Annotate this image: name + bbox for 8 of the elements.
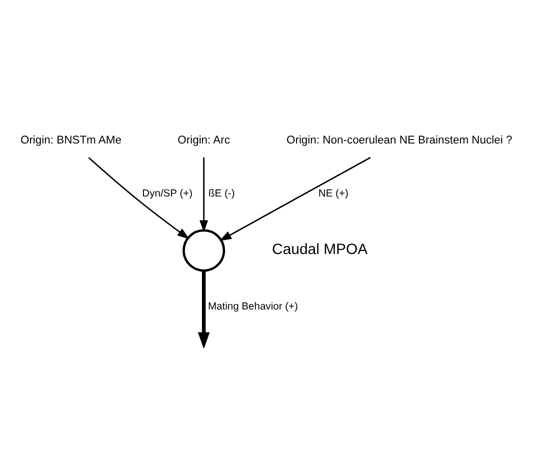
label: Caudal MPOA <box>272 241 368 258</box>
edge-label: Dyn/SP (+) <box>142 188 193 200</box>
node-text: Origin: Non-coerulean NE Brainstem Nuclei ? <box>286 134 512 146</box>
edge-label: ßE (-) <box>208 188 235 200</box>
node-text: Origin: BNSTm AMe <box>20 134 122 146</box>
edge-label: Mating Behavior (+) <box>208 302 298 313</box>
node-text: Origin: Arc <box>178 134 230 146</box>
edge-label: NE (+) <box>318 188 348 200</box>
